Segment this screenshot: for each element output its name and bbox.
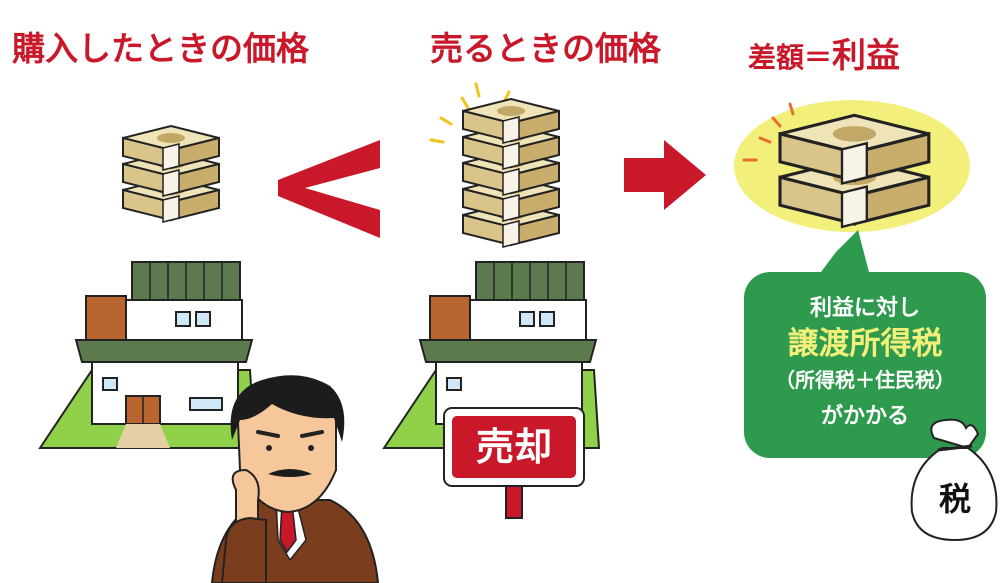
money-stack-icon — [122, 125, 220, 223]
bubble-pointer — [818, 230, 870, 276]
money-bag-icon — [910, 418, 998, 542]
sold-sign — [443, 407, 585, 519]
spark-lines — [429, 82, 511, 144]
profit-heading: 差額＝利益 — [748, 28, 900, 77]
right-arrow-icon — [624, 140, 706, 210]
bubble-line-2: 譲渡所得税 — [787, 326, 943, 362]
bubble-line-3: （所得税＋住民税） — [775, 368, 955, 392]
businessman-icon — [210, 375, 380, 583]
profit-label: 利益 — [832, 36, 901, 76]
less-than-icon — [278, 140, 380, 238]
tax-speech-bubble — [744, 272, 986, 458]
selling-price-heading: 売るときの価格 — [430, 29, 661, 68]
money-stack-icon — [778, 113, 931, 229]
bubble-line-4: がかかる — [820, 404, 909, 429]
house-icon — [38, 261, 257, 449]
bubble-line-1: 利益に対し — [809, 296, 920, 321]
tax-bag-label: 税 — [938, 480, 971, 518]
difference-label: 差額＝ — [748, 41, 833, 74]
sold-sign-label: 売却 — [475, 425, 552, 469]
purchase-price-heading: 購入したときの価格 — [12, 29, 309, 68]
money-stack-icon — [462, 98, 560, 248]
